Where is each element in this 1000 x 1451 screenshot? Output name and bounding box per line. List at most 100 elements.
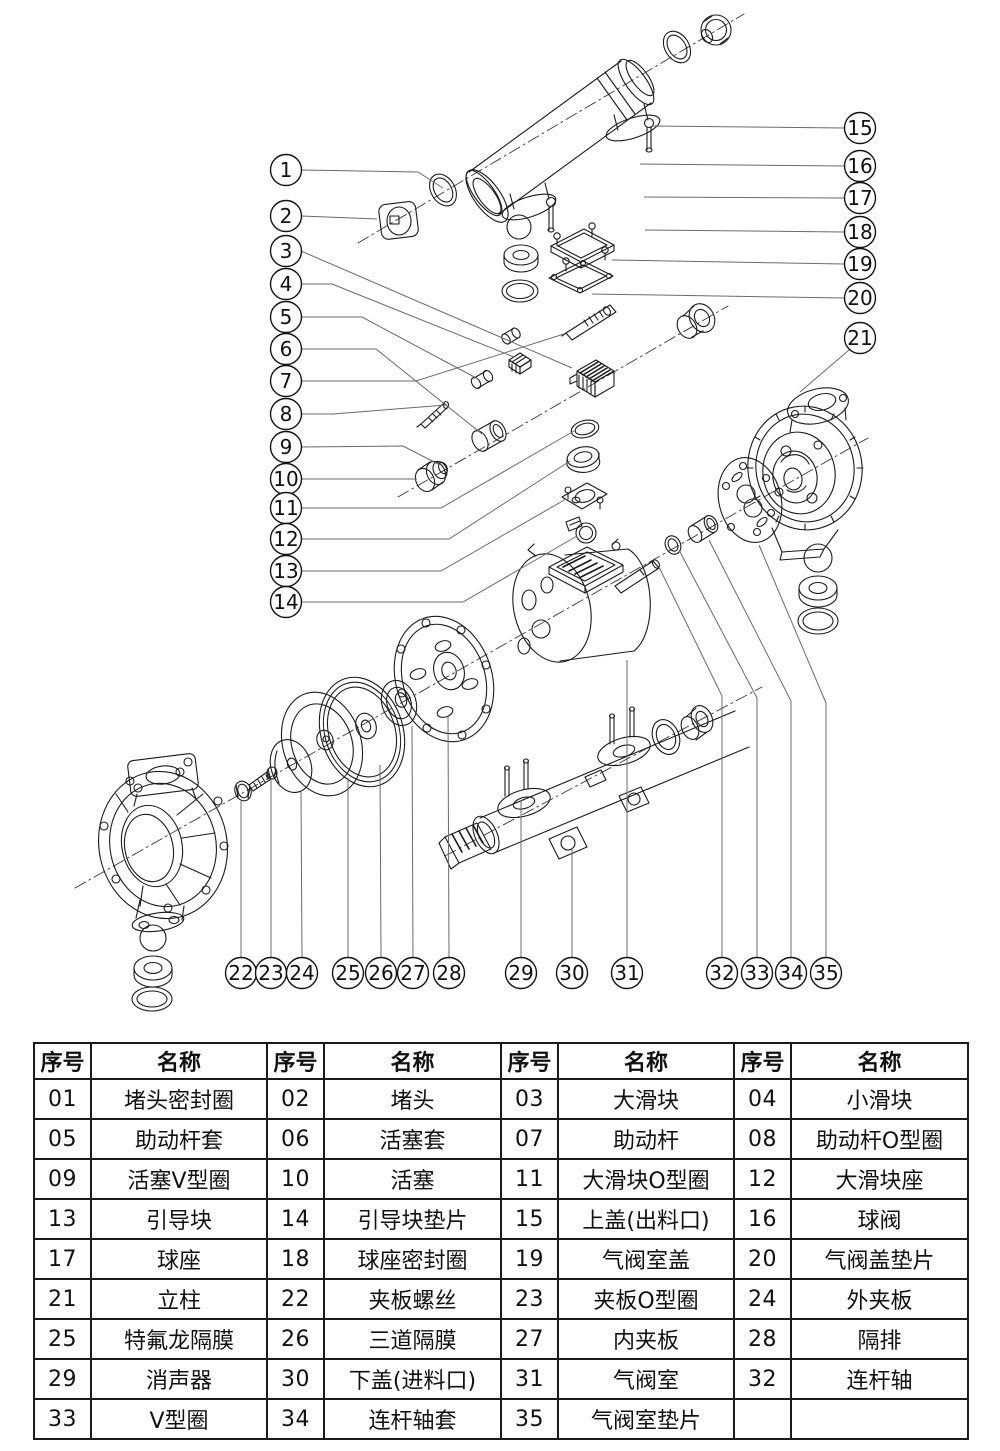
balloon-number-30: 30 [559,961,584,985]
balloon-19: 19 [843,247,877,281]
balloon-circle-6 [269,332,303,366]
balloon-number-5: 5 [280,305,293,329]
part-name-cell: 活塞 [323,1158,502,1200]
balloon-number-12: 12 [273,527,298,551]
part-name-cell: 夹板螺丝 [323,1278,502,1320]
part-no-cell: 09 [33,1158,92,1200]
balloon-34: 34 [774,956,808,990]
part-ball-valve-stack-bottom [131,924,173,1012]
part-name-cell: 引导块 [90,1198,268,1240]
balloon-number-3: 3 [280,239,293,263]
balloon-number-27: 27 [400,961,425,985]
balloon-16: 16 [843,149,877,183]
part-no-cell: 20 [733,1238,792,1280]
balloon-14: 14 [269,585,303,619]
balloon-number-1: 1 [280,158,293,182]
balloon-number-20: 20 [847,286,872,310]
col-header-name: 名称 [323,1042,502,1080]
balloon-number-9: 9 [280,435,293,459]
part-clamp-bolt [234,766,278,802]
part-no-cell: 19 [500,1238,559,1280]
part-name-cell [790,1398,969,1440]
leader-line-6 [301,348,483,435]
balloon-circle-17 [843,181,877,215]
balloon-8: 8 [269,397,303,431]
part-no-cell: 07 [500,1118,559,1160]
part-name-cell: 内夹板 [557,1318,735,1360]
leader-line-5 [301,316,479,380]
balloon-circle-1 [269,153,303,187]
balloon-number-10: 10 [273,467,298,491]
balloon-number-19: 19 [847,252,872,276]
part-pump-housing-left [97,753,229,933]
part-no-cell [733,1398,792,1440]
part-no-cell: 18 [266,1238,325,1280]
balloon-number-14: 14 [273,590,298,614]
part-air-motor-assembly [746,387,864,561]
balloon-circle-24 [285,956,319,990]
leader-line-26 [379,764,382,958]
part-no-cell: 24 [733,1278,792,1320]
part-no-cell: 08 [733,1118,792,1160]
balloon-number-2: 2 [280,204,293,228]
part-no-cell: 30 [266,1358,325,1400]
balloon-4: 4 [269,267,303,301]
part-no-cell: 35 [500,1398,559,1440]
balloon-number-11: 11 [273,496,298,520]
balloon-circle-26 [364,956,398,990]
col-header-name: 名称 [90,1042,268,1080]
part-name-cell: 大滑块O型圈 [557,1158,735,1200]
balloon-13: 13 [269,554,303,588]
balloon-circle-9 [269,430,303,464]
leader-line-15 [651,125,846,129]
balloon-23: 23 [254,956,288,990]
balloon-number-24: 24 [289,961,314,985]
part-name-cell: 特氟龙隔膜 [90,1318,268,1360]
part-no-cell: 17 [33,1238,92,1280]
balloon-18: 18 [843,215,877,249]
balloon-22: 22 [224,956,258,990]
balloon-number-4: 4 [280,272,293,296]
balloon-24: 24 [285,956,319,990]
part-slide-blocks [508,352,615,398]
part-no-cell: 02 [266,1078,325,1120]
leader-line-12 [301,460,571,540]
leader-line-14 [301,535,578,603]
balloon-number-18: 18 [847,220,872,244]
balloon-number-32: 32 [709,961,734,985]
balloon-circle-34 [774,956,808,990]
balloon-15: 15 [843,111,877,145]
balloon-circle-19 [843,247,877,281]
leader-line-7 [301,333,565,382]
part-name-cell: 活塞V型圈 [90,1158,268,1200]
balloon-28: 28 [432,956,466,990]
balloon-circle-32 [705,956,739,990]
part-no-cell: 32 [733,1358,792,1400]
balloon-number-31: 31 [614,961,639,985]
pump-exploded-diagram: 1234567891011121314151617181920212223242… [74,13,877,1012]
part-no-cell: 27 [500,1318,559,1360]
part-shaft-ring-bushing [664,457,783,555]
balloon-circle-14 [269,585,303,619]
part-name-cell: 小滑块 [790,1078,969,1120]
balloon-number-35: 35 [813,961,838,985]
part-name-cell: 气阀室 [557,1358,735,1400]
balloon-11: 11 [269,491,303,525]
balloon-30: 30 [555,956,589,990]
leader-line-19 [611,259,846,265]
part-name-cell: 下盖(进料口) [323,1358,502,1400]
part-name-cell: 大滑块 [557,1078,735,1120]
balloon-number-26: 26 [368,961,393,985]
leader-line-16 [639,163,846,167]
balloon-35: 35 [809,956,843,990]
balloon-circle-3 [269,234,303,268]
col-header-name: 名称 [790,1042,969,1080]
balloon-26: 26 [364,956,398,990]
